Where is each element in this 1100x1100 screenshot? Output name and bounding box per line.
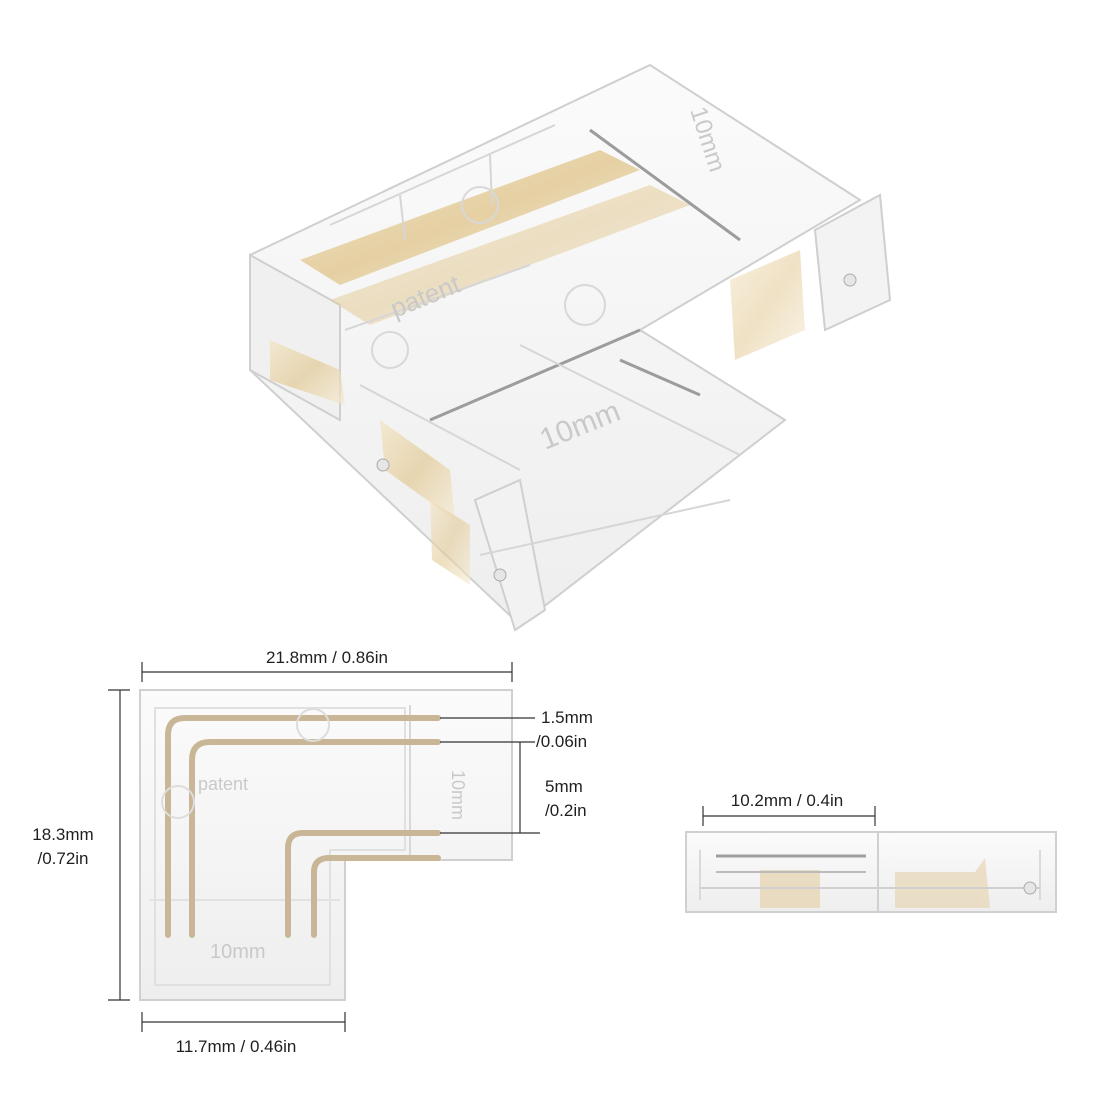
top-view-embossed-patent: patent xyxy=(198,774,248,794)
top-view-dimension-lines xyxy=(108,662,540,1032)
top-view-drawing: patent 10mm 10mm xyxy=(139,689,513,1001)
boss-circle xyxy=(296,708,330,742)
screw-icon xyxy=(376,458,390,472)
bottom-width-dimension-label: 11.7mm / 0.46in xyxy=(176,1037,297,1056)
top-view-outline xyxy=(139,689,513,1001)
connector-front-end xyxy=(473,478,547,632)
pin-gap-label-line2: /0.2in xyxy=(545,801,587,820)
pin-width-label-line1: 1.5mm xyxy=(541,708,593,727)
boss-circle xyxy=(371,331,409,369)
pin-gap-label-line1: 5mm xyxy=(545,777,583,796)
pin-width-label-line2: /0.06in xyxy=(536,732,587,751)
metal-pins xyxy=(429,128,741,422)
gold-contacts-upper xyxy=(270,150,805,405)
side-view-dimension-lines xyxy=(702,806,876,826)
top-view-pins xyxy=(165,715,441,938)
connector-right-end xyxy=(813,193,892,332)
screw-icon xyxy=(843,273,857,287)
height-dimension-label-line1: 18.3mm xyxy=(32,825,93,844)
top-view-embossed-10mm-bottom: 10mm xyxy=(210,941,266,963)
side-length-dimension-label: 10.2mm / 0.4in xyxy=(731,791,843,810)
top-view-inner-wall xyxy=(154,707,406,986)
product-illustration: patent 10mm 10mm xyxy=(249,63,892,632)
boss-circle xyxy=(161,785,195,819)
connector-top-face xyxy=(249,63,862,627)
width-dimension-label: 21.8mm / 0.86in xyxy=(266,648,388,667)
top-view-embossed-10mm-side: 10mm xyxy=(448,770,468,820)
screw-icon xyxy=(1023,881,1037,895)
side-view-contact xyxy=(895,858,990,908)
boss-circle xyxy=(461,186,499,224)
side-view-drawing xyxy=(685,831,1057,913)
screw-icon xyxy=(493,568,507,582)
gold-contacts-front xyxy=(380,420,470,585)
height-dimension-label-line2: /0.72in xyxy=(37,849,88,868)
structural-ridges xyxy=(329,124,741,556)
boss-circle xyxy=(564,284,606,326)
